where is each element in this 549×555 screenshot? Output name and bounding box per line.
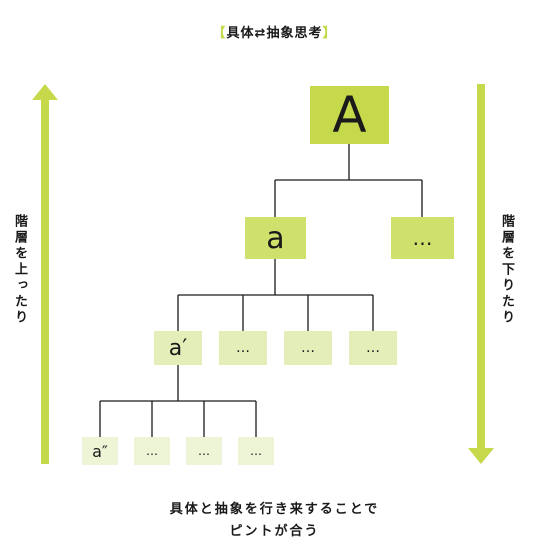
node-root: A bbox=[310, 86, 389, 144]
down-arrow-icon bbox=[468, 84, 494, 464]
diagram-title: 【具体⇄抽象思考】 bbox=[0, 22, 549, 41]
node-level2-more: … bbox=[219, 331, 267, 365]
up-arrow-icon bbox=[32, 84, 58, 464]
node-level3-a: a″ bbox=[82, 437, 118, 465]
node-level3-more: … bbox=[186, 437, 222, 465]
title-open-bracket: 【 bbox=[212, 26, 227, 41]
node-level2-more: … bbox=[284, 331, 332, 365]
node-level2-a: a′ bbox=[154, 331, 202, 365]
left-label: 階層を上ったり bbox=[12, 214, 27, 326]
caption-line-1: 具体と抽象を行き来することで bbox=[169, 502, 380, 517]
title-close-bracket: 】 bbox=[322, 26, 337, 41]
node-level1-a: a bbox=[245, 217, 306, 259]
node-level2-more: … bbox=[349, 331, 397, 365]
node-level1-more: … bbox=[391, 217, 454, 259]
node-level3-more: … bbox=[134, 437, 170, 465]
title-text: 具体⇄抽象思考 bbox=[226, 26, 323, 41]
caption-line-2: ピントが合う bbox=[229, 524, 320, 539]
node-level3-more: … bbox=[238, 437, 274, 465]
right-label: 階層を下りたり bbox=[499, 214, 514, 326]
